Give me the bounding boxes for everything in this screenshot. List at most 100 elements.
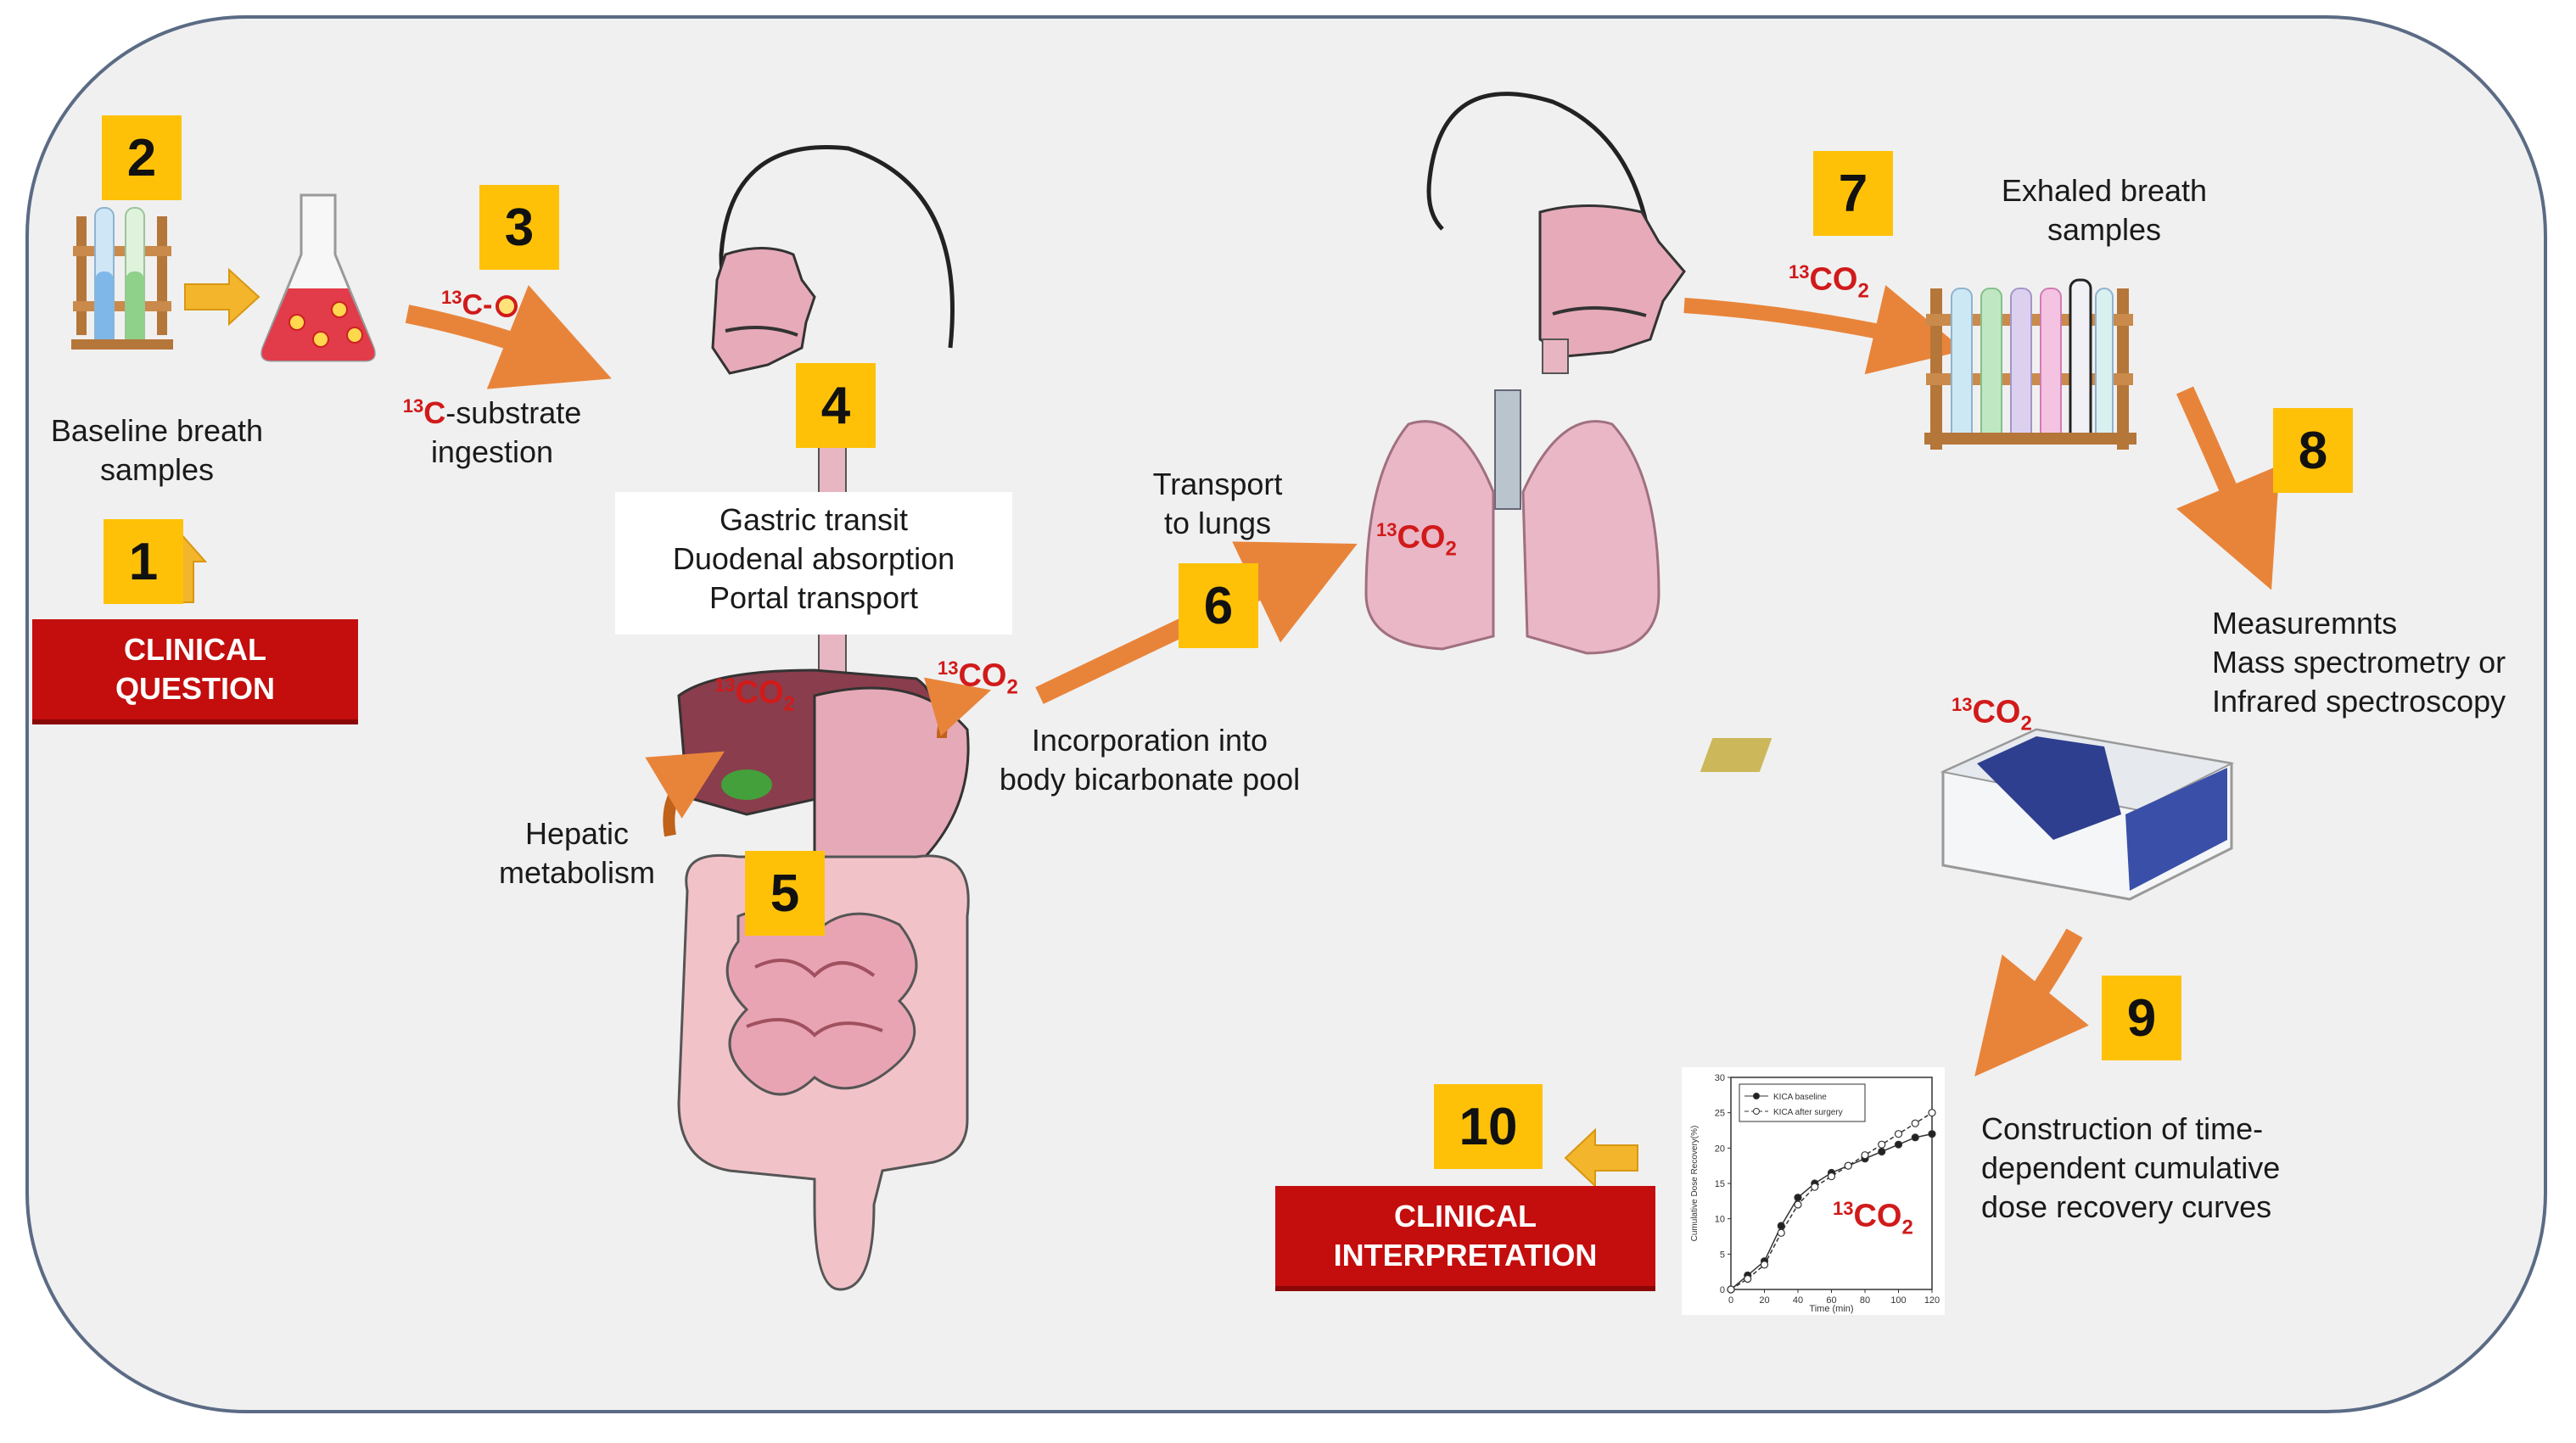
- co2-label-curves: 13CO2: [1833, 1198, 1913, 1239]
- measurements-label: Measuremnts Mass spectrometry or Infrare…: [2212, 604, 2506, 721]
- legend-box: [1739, 1083, 1866, 1122]
- step-4-badge: 4: [796, 363, 876, 448]
- series-2-point: [1894, 1130, 1903, 1138]
- baseline-line-1: Baseline breath: [50, 413, 264, 448]
- yellow-arrow-left-icon: [1564, 1127, 1638, 1189]
- x-tick-label: 0: [1728, 1295, 1733, 1306]
- series-2-point: [1811, 1183, 1819, 1191]
- gastric-line-1: Gastric transit: [719, 502, 909, 537]
- transport-line-1: Transport: [1152, 467, 1283, 501]
- legend-label: KICA baseline: [1773, 1093, 1827, 1102]
- hepatic-label: Hepatic metabolism: [484, 814, 670, 892]
- measurements-line-1: Measuremnts: [2212, 606, 2398, 640]
- incorporation-line-2: body bicarbonate pool: [999, 762, 1301, 797]
- construction-line-3: dose recovery curves: [1981, 1189, 2272, 1224]
- baseline-tube-rack-icon: [71, 207, 173, 350]
- incorporation-line-1: Incorporation into: [1031, 723, 1268, 758]
- x-tick-label: 80: [1860, 1295, 1870, 1306]
- substrate-label: 13C-substrate ingestion: [382, 387, 602, 472]
- exhaled-line-1: Exhaled breath: [2001, 173, 2208, 208]
- step-2-badge: 2: [102, 115, 182, 200]
- step-7-badge: 7: [1813, 151, 1893, 236]
- step-8-badge: 8: [2273, 408, 2353, 493]
- step-6-badge: 6: [1179, 563, 1258, 648]
- diagram-panel: [25, 15, 2547, 1413]
- y-tick-label: 20: [1715, 1144, 1725, 1154]
- x-axis-label: Time (min): [1809, 1304, 1853, 1314]
- measurements-line-3: Infrared spectroscopy: [2212, 684, 2506, 719]
- series-2-point: [1861, 1151, 1869, 1160]
- hepatic-line-2: metabolism: [498, 855, 656, 890]
- y-tick-label: 0: [1720, 1285, 1725, 1295]
- lungs-icon: [1364, 389, 1660, 655]
- exhaled-line-2: samples: [2047, 212, 2162, 247]
- step-5-badge: 5: [745, 851, 825, 936]
- series-2-point: [1760, 1261, 1769, 1269]
- series-1-point: [1911, 1133, 1919, 1142]
- co2-label-bicarbonate: 13CO2: [938, 657, 1018, 699]
- gastric-line-2: Duodenal absorption: [672, 541, 955, 576]
- y-tick-label: 30: [1715, 1073, 1725, 1083]
- clinical-interpretation-line-2: INTERPRETATION: [1333, 1238, 1598, 1272]
- construction-line-2: dependent cumulative: [1981, 1150, 2281, 1185]
- co2-label-lungs: 13CO2: [1376, 519, 1457, 561]
- spectrometer-icon: [1700, 728, 2235, 901]
- substrate-line-2: ingestion: [430, 434, 554, 469]
- measurements-line-2: Mass spectrometry or: [2212, 645, 2506, 680]
- co2-label-exhaled: 13CO2: [1789, 261, 1869, 303]
- series-1-point: [1878, 1147, 1886, 1156]
- exhaled-tube-rack-icon: [1924, 278, 2136, 450]
- y-tick-label: 15: [1715, 1179, 1725, 1189]
- clinical-interpretation-box: CLINICAL INTERPRETATION: [1275, 1186, 1655, 1291]
- series-1-point: [1928, 1130, 1936, 1138]
- step-9-badge: 9: [2102, 976, 2181, 1060]
- arrow-portal: [923, 677, 992, 739]
- series-2-point: [1911, 1119, 1919, 1127]
- y-tick-label: 10: [1715, 1215, 1725, 1225]
- legend-marker: [1753, 1093, 1760, 1099]
- co2-label-spectrometer: 13CO2: [1952, 694, 2032, 735]
- x-tick-label: 40: [1793, 1295, 1803, 1306]
- head-profile-icon-2: [1426, 92, 1657, 306]
- step-10-badge: 10: [1434, 1084, 1543, 1169]
- x-tick-label: 120: [1924, 1295, 1940, 1306]
- y-axis-label: Cumulative Dose Recovery(%): [1690, 1126, 1700, 1242]
- series-2-point: [1727, 1285, 1735, 1294]
- y-tick-label: 5: [1720, 1250, 1725, 1260]
- mouth-cavity-icon-2: [1538, 204, 1686, 374]
- construction-label: Construction of time- dependent cumulati…: [1981, 1110, 2280, 1227]
- series-2-point: [1744, 1274, 1752, 1284]
- flask-icon: [260, 193, 376, 362]
- step-1-badge: 1: [104, 519, 183, 604]
- gastric-line-3: Portal transport: [708, 580, 919, 615]
- arrow-construct: [1974, 928, 2089, 1077]
- exhaled-label: Exhaled breath samples: [1977, 171, 2232, 249]
- c13-label: 13C-: [441, 287, 518, 322]
- x-tick-label: 100: [1890, 1295, 1906, 1306]
- yellow-arrow-icon: [184, 267, 260, 327]
- baseline-label: Baseline breath samples: [34, 411, 280, 489]
- series-1-point: [1894, 1140, 1903, 1149]
- legend-marker: [1753, 1108, 1760, 1115]
- arrow-exhale: [1683, 285, 1965, 375]
- clinical-question-box: CLINICAL QUESTION: [32, 619, 358, 724]
- head-profile-icon: [719, 145, 955, 349]
- arrow-ingestion: [405, 285, 612, 389]
- construction-line-1: Construction of time-: [1981, 1111, 2264, 1146]
- legend-label: KICA after surgery: [1773, 1108, 1843, 1117]
- series-2-point: [1928, 1109, 1936, 1117]
- mouth-cavity-icon: [711, 247, 816, 375]
- x-tick-label: 20: [1759, 1295, 1769, 1306]
- digestive-tract-icon: [677, 668, 970, 1291]
- clinical-interpretation-line-1: CLINICAL: [1394, 1199, 1537, 1233]
- series-2-point: [1844, 1161, 1852, 1170]
- clinical-question-line-1: CLINICAL: [124, 632, 266, 667]
- y-tick-label: 25: [1715, 1109, 1725, 1119]
- series-2-point: [1777, 1228, 1785, 1237]
- gastric-box: [615, 492, 1012, 635]
- series-1-point: [1794, 1194, 1802, 1202]
- baseline-line-2: samples: [99, 452, 215, 487]
- co2-label-liver: 13CO2: [714, 674, 795, 716]
